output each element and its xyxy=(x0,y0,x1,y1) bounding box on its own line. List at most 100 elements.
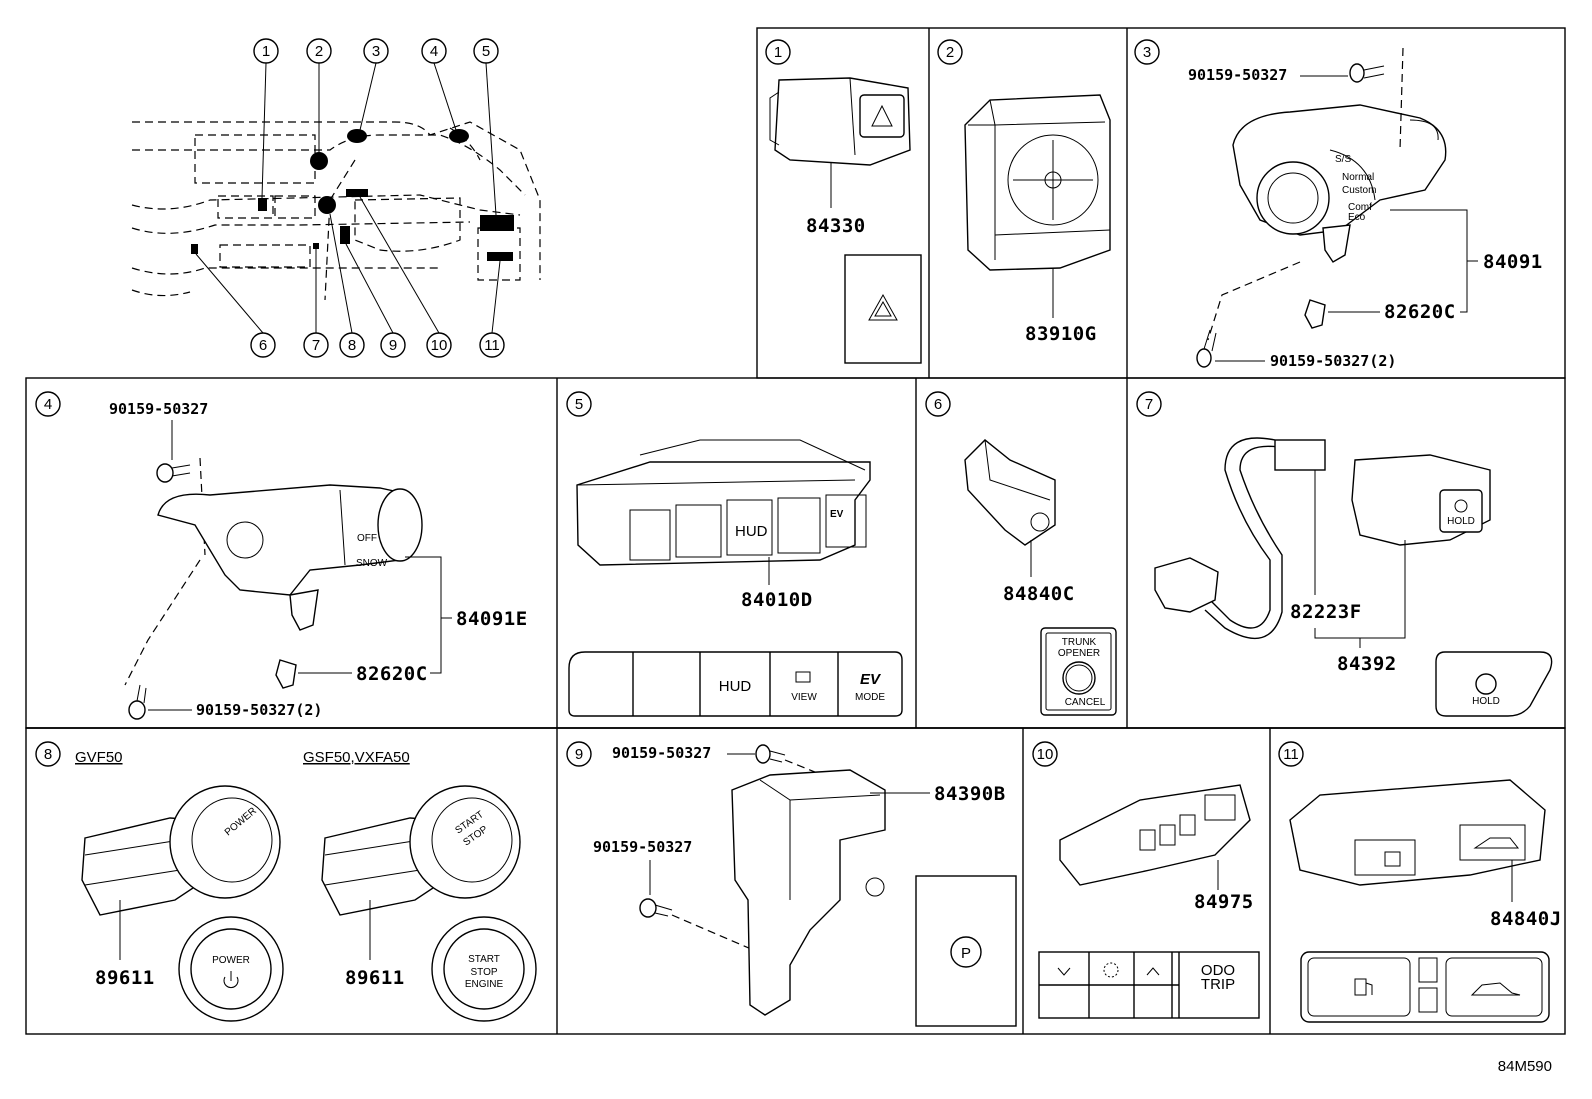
overview-callout-circle xyxy=(303,332,329,358)
svg-text:GSF50,VXFA50: GSF50,VXFA50 xyxy=(303,749,410,766)
overview-callout-label: 1 xyxy=(262,43,270,60)
svg-text:ODO: ODO xyxy=(1201,962,1235,979)
drive-mode-switch-drawing xyxy=(1232,104,1447,263)
clip-icon xyxy=(1304,299,1326,329)
panel-8: 8 GVF50 GSF50,VXFA50 POWER 89611 POWER S… xyxy=(35,741,537,1022)
svg-text:TRIP: TRIP xyxy=(1201,976,1235,993)
overview-callout-circle xyxy=(253,38,279,64)
bolt-icon xyxy=(156,463,191,483)
dashboard-overview xyxy=(131,62,541,334)
hud-switch-drawing xyxy=(576,439,871,566)
parking-brake-switch-drawing xyxy=(731,769,886,1016)
overview-callout-label: 2 xyxy=(315,43,323,60)
svg-text:P: P xyxy=(961,945,971,962)
svg-text:SNOW: SNOW xyxy=(356,558,388,569)
overview-callout-label: 4 xyxy=(430,43,438,60)
overview-callout-label: 10 xyxy=(431,337,448,354)
overview-callout-circle xyxy=(426,332,452,358)
svg-text:11: 11 xyxy=(1283,746,1299,763)
svg-text:84840J: 84840J xyxy=(1490,908,1562,930)
panel-4: 4 90159-50327 OFF SNOW 84091E 82620C 901… xyxy=(35,391,528,720)
power-switch-drawing xyxy=(81,785,281,916)
svg-text:84975: 84975 xyxy=(1194,891,1254,913)
svg-text:S/S: S/S xyxy=(1335,154,1351,165)
svg-text:90159-50327(2): 90159-50327(2) xyxy=(1270,352,1396,370)
panel-1: 1 84330 xyxy=(765,39,922,364)
bolt-icon xyxy=(755,744,786,764)
overview-callout-circle xyxy=(380,332,406,358)
svg-text:Normal: Normal xyxy=(1342,172,1374,183)
odo-trip-switch-drawing xyxy=(1059,784,1251,886)
brake-hold-harness-drawing xyxy=(1154,437,1491,640)
svg-text:EV: EV xyxy=(830,509,844,520)
svg-text:84390B: 84390B xyxy=(934,783,1006,805)
bolt-icon xyxy=(639,898,673,918)
fuel-door-icon xyxy=(1354,978,1367,996)
overview-callout-circle xyxy=(473,38,499,64)
bolt-icon xyxy=(128,684,147,720)
svg-text:84010D: 84010D xyxy=(741,589,813,611)
snow-mode-switch-drawing xyxy=(157,484,423,631)
panel-9: 9 90159-50327 90159-50327 84390B P xyxy=(566,741,1017,1027)
overview-callout-circle xyxy=(421,38,447,64)
svg-text:89611: 89611 xyxy=(95,967,155,989)
ecu-unit-drawing xyxy=(964,94,1111,271)
hazard-switch-drawing xyxy=(769,77,911,166)
hazard-icon xyxy=(868,293,898,321)
svg-text:6: 6 xyxy=(934,396,942,413)
overview-callout-label: 7 xyxy=(312,337,320,354)
svg-text:HUD: HUD xyxy=(735,523,768,540)
svg-text:3: 3 xyxy=(1143,44,1151,61)
svg-text:HOLD: HOLD xyxy=(1472,696,1500,707)
svg-text:GVF50: GVF50 xyxy=(75,749,123,766)
svg-text:Eco: Eco xyxy=(1348,212,1366,223)
svg-text:CANCEL: CANCEL xyxy=(1065,697,1106,708)
panel-2: 2 83910G xyxy=(937,39,1111,345)
bolt-icon xyxy=(1349,63,1385,83)
svg-text:HOLD: HOLD xyxy=(1447,516,1475,527)
svg-text:5: 5 xyxy=(575,396,583,413)
overview-callout-circle xyxy=(479,332,505,358)
trunk-opener-switch-drawing xyxy=(964,439,1056,546)
svg-text:90159-50327(2): 90159-50327(2) xyxy=(196,701,322,719)
hud-switch-faceplate xyxy=(568,651,903,717)
svg-text:90159-50327: 90159-50327 xyxy=(109,400,208,418)
svg-text:4: 4 xyxy=(44,396,52,413)
svg-text:82620C: 82620C xyxy=(1384,301,1456,323)
part-number: 84330 xyxy=(806,215,866,237)
panel-3: 3 90159-50327 S/S Normal Custom Comf Eco… xyxy=(1134,39,1542,370)
svg-text:MODE: MODE xyxy=(855,692,885,703)
overview-callout-label: 9 xyxy=(389,337,397,354)
svg-text:9: 9 xyxy=(575,746,583,763)
svg-text:84392: 84392 xyxy=(1337,653,1397,675)
svg-text:90159-50327: 90159-50327 xyxy=(1188,66,1287,84)
start-stop-switch-drawing xyxy=(321,785,521,916)
svg-text:89611: 89611 xyxy=(345,967,405,989)
svg-text:OPENER: OPENER xyxy=(1058,648,1100,659)
svg-text:Comf: Comf xyxy=(1348,202,1372,213)
svg-text:82620C: 82620C xyxy=(356,663,428,685)
overview-callout-circle xyxy=(339,332,365,358)
svg-text:7: 7 xyxy=(1145,396,1153,413)
overview-callout-label: 8 xyxy=(348,337,356,354)
trunk-icon xyxy=(1470,982,1521,996)
svg-text:ENGINE: ENGINE xyxy=(465,979,504,990)
svg-text:Custom: Custom xyxy=(1342,185,1376,196)
panel-grid xyxy=(25,27,1566,1035)
overview-callout-label: 6 xyxy=(259,337,267,354)
panel-6: 6 84840C TRUNK OPENER CANCEL xyxy=(925,391,1117,716)
overview-callout-circle xyxy=(363,38,389,64)
overview-callout-label: 11 xyxy=(484,337,500,354)
panel-index: 1 xyxy=(774,44,782,61)
svg-text:10: 10 xyxy=(1037,746,1054,763)
svg-text:2: 2 xyxy=(946,44,954,61)
svg-text:VIEW: VIEW xyxy=(791,692,817,703)
svg-text:8: 8 xyxy=(44,746,52,763)
power-button-label: POWER xyxy=(212,955,250,966)
svg-text:84091E: 84091E xyxy=(456,608,528,630)
svg-text:82223F: 82223F xyxy=(1290,601,1362,623)
panel-7: 7 HOLD 82223F 84392 HOLD xyxy=(1136,391,1553,717)
svg-text:90159-50327: 90159-50327 xyxy=(612,744,711,762)
